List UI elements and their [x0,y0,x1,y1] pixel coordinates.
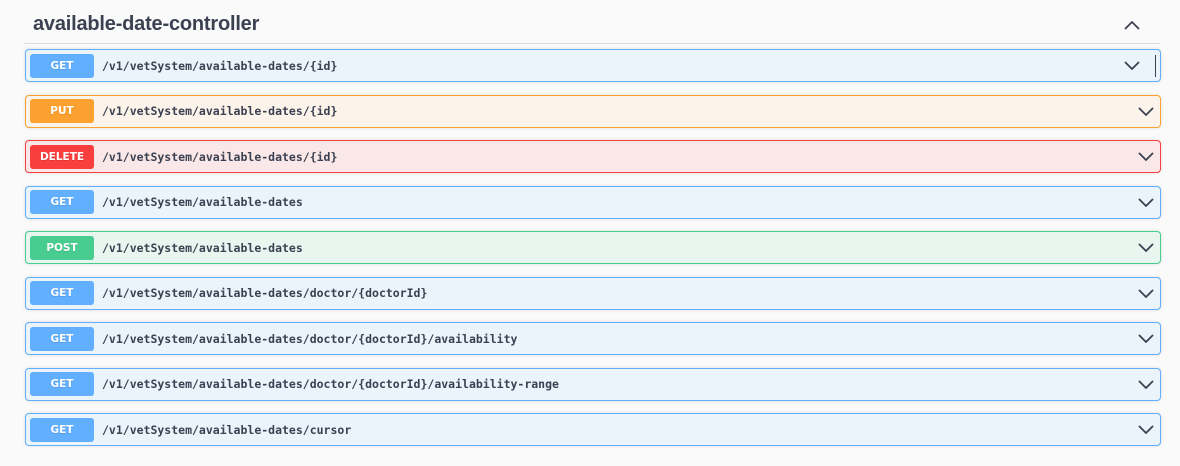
expand-operation-button[interactable] [1136,238,1156,258]
method-badge: PUT [30,99,94,123]
chevron-down-icon [1138,289,1154,298]
chevron-up-icon [1124,20,1140,29]
operations-list: GET /v1/vetSystem/available-dates/{id} P… [25,49,1161,459]
expand-operation-button[interactable] [1136,102,1156,122]
collapse-button[interactable] [1118,11,1146,39]
method-badge: GET [30,372,94,396]
method-badge: DELETE [30,144,94,169]
operation-path: /v1/vetSystem/available-dates/doctor/{do… [102,286,428,300]
operation-row[interactable]: POST /v1/vetSystem/available-dates [25,231,1161,264]
expand-operation-button[interactable] [1136,284,1156,304]
operation-row[interactable]: GET /v1/vetSystem/available-dates [25,185,1161,219]
operation-path: /v1/vetSystem/available-dates [102,195,303,209]
operation-row[interactable]: GET /v1/vetSystem/available-dates/cursor [25,413,1161,446]
operation-row[interactable]: GET /v1/vetSystem/available-dates/{id} [25,49,1161,82]
operation-path: /v1/vetSystem/available-dates/cursor [102,422,352,437]
expand-operation-button[interactable] [1136,329,1156,349]
operation-row[interactable]: GET /v1/vetSystem/available-dates/doctor… [25,276,1161,310]
expand-operation-button[interactable] [1136,147,1156,167]
chevron-down-icon [1138,198,1154,207]
operation-path: /v1/vetSystem/available-dates/{id} [102,149,338,164]
section-header[interactable]: available-date-controller [24,6,1160,44]
expand-operation-button[interactable] [1122,56,1142,76]
method-badge: GET [30,281,94,305]
operation-path: /v1/vetSystem/available-dates/doctor/{do… [102,331,518,346]
method-badge: GET [30,326,94,351]
chevron-down-icon [1138,152,1154,161]
operation-path: /v1/vetSystem/available-dates/doctor/{do… [102,377,559,391]
operation-path: /v1/vetSystem/available-dates/{id} [102,58,338,73]
expand-operation-button[interactable] [1136,375,1156,395]
chevron-down-icon [1138,243,1154,252]
operation-row[interactable]: GET /v1/vetSystem/available-dates/doctor… [25,367,1161,401]
section-title: available-date-controller [33,13,260,35]
text-cursor [1155,55,1156,77]
chevron-down-icon [1138,334,1154,343]
operation-path: /v1/vetSystem/available-dates [102,240,303,255]
chevron-down-icon [1138,107,1154,116]
expand-operation-button[interactable] [1136,193,1156,213]
operation-row[interactable]: DELETE /v1/vetSystem/available-dates/{id… [25,140,1161,173]
chevron-down-icon [1138,425,1154,434]
operation-path: /v1/vetSystem/available-dates/{id} [102,104,338,118]
chevron-down-icon [1124,61,1140,70]
expand-operation-button[interactable] [1136,420,1156,440]
method-badge: GET [30,190,94,214]
chevron-down-icon [1138,380,1154,389]
method-badge: GET [30,53,94,78]
operation-row[interactable]: GET /v1/vetSystem/available-dates/doctor… [25,322,1161,355]
operation-row[interactable]: PUT /v1/vetSystem/available-dates/{id} [25,94,1161,128]
method-badge: GET [30,417,94,442]
method-badge: POST [30,235,94,260]
